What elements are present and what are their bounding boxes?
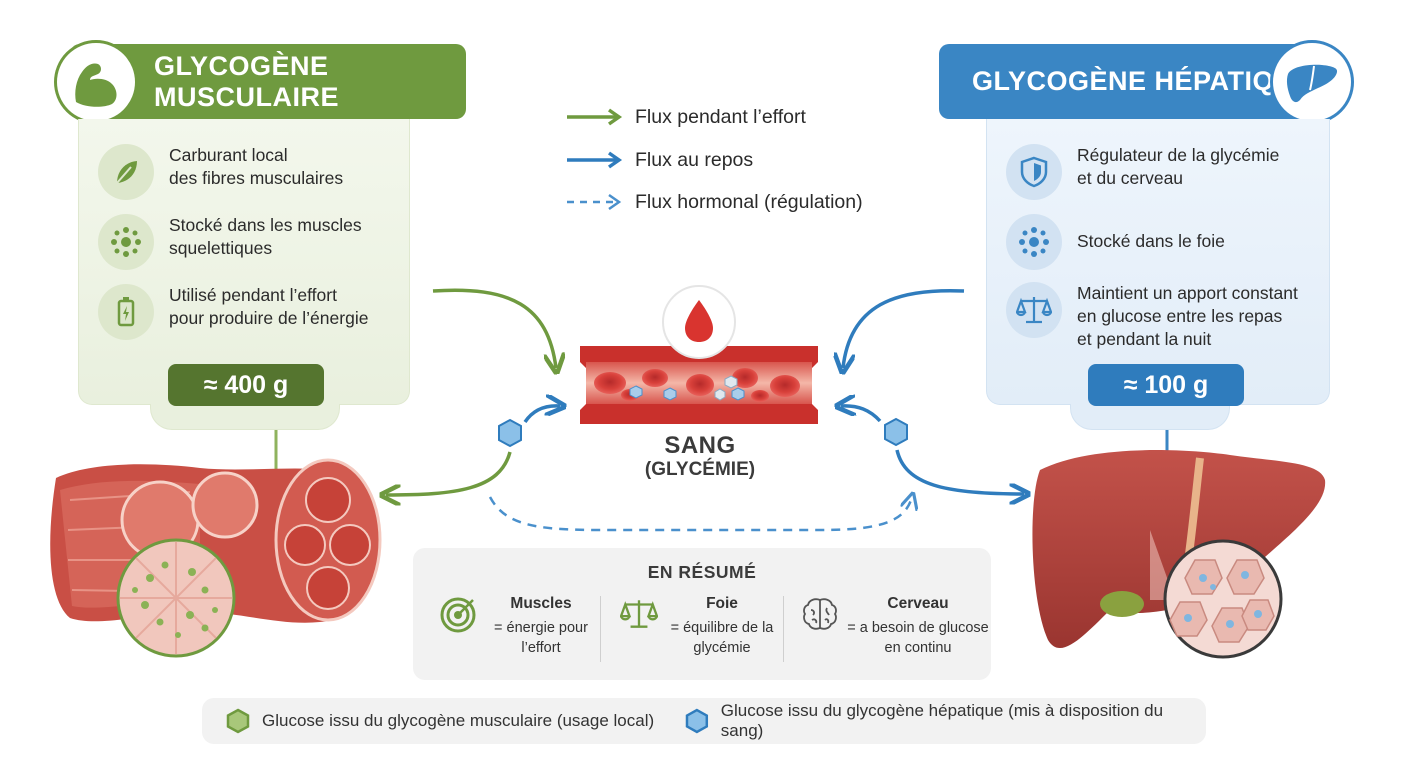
blood-vessel — [580, 346, 818, 424]
glucose-into-blood-arrow-right — [841, 406, 882, 423]
liver-feature-1-line1: Régulateur de la glycémie — [1077, 145, 1280, 165]
blood-sublabel: (GLYCÉMIE) — [644, 459, 756, 480]
effort-flow-arrow — [432, 288, 556, 368]
summary-brain-name: Cerveau — [887, 595, 949, 612]
battery-icon — [98, 284, 154, 340]
flexed-arm-icon — [54, 40, 138, 124]
liver-feature-3-line3: et pendant la nuit — [1077, 329, 1212, 349]
blood-to-liver-arrow — [895, 449, 1024, 494]
molecule-icon — [98, 214, 154, 270]
molecule-icon — [1006, 214, 1062, 270]
muscle-feature-3: Utilisé pendant l’effort pour produire de… — [98, 284, 368, 340]
muscle-panel-tail — [150, 404, 340, 430]
summary-muscles-line2: l’effort — [521, 640, 561, 656]
legend-liver-glucose: Glucose issu du glycogène hépatique (mis… — [685, 698, 1206, 744]
summary-muscles-line1: = énergie pour — [494, 620, 588, 636]
summary-liver-line2: glycémie — [693, 640, 751, 656]
summary-box: EN RÉSUMÉ Muscles = énergie pour l’effor… — [413, 548, 991, 680]
legend-hormonal-label: Flux hormonal (régulation) — [635, 190, 863, 213]
muscle-title-banner: GLYCOGÈNE MUSCULAIRE — [70, 44, 466, 119]
liver-icon — [1270, 40, 1354, 124]
brain-icon — [803, 598, 837, 630]
summary-muscles: Muscles = énergie pour l’effort — [439, 594, 597, 658]
legend-rest-label: Flux au repos — [635, 148, 754, 171]
blood-label: SANG — [664, 432, 736, 459]
muscle-feature-3-line1: Utilisé pendant l’effort — [169, 285, 337, 305]
muscle-feature-2-line1: Stocké dans les muscles — [169, 215, 362, 235]
liver-feature-3-line1: Maintient un apport constant — [1077, 283, 1298, 303]
blue-arrow-icon — [567, 151, 623, 169]
liver-feature-1-line2: et du cerveau — [1077, 168, 1184, 188]
blue-hexagon-icon — [685, 708, 709, 734]
blood-to-muscle-arrow — [386, 451, 512, 495]
green-arrow-icon — [567, 108, 623, 126]
summary-brain: Cerveau = a besoin de glucose en continu — [801, 594, 993, 658]
liver-panel-tail — [1070, 404, 1230, 430]
liver-title: GLYCOGÈNE HÉPATIQUE — [972, 66, 1313, 96]
summary-liver: Foie = équilibre de la glycémie — [620, 594, 780, 658]
liver-feature-1: Régulateur de la glycémie et du cerveau — [1006, 144, 1279, 200]
legend-rest-flow: Flux au repos — [565, 148, 753, 172]
muscle-title: GLYCOGÈNE MUSCULAIRE — [154, 50, 339, 112]
liver-illustration — [1032, 450, 1326, 659]
summary-liver-name: Foie — [706, 595, 738, 612]
summary-muscles-name: Muscles — [510, 595, 572, 612]
summary-divider-1 — [600, 596, 601, 662]
muscle-feature-1-line2: des fibres musculaires — [169, 168, 344, 188]
glucose-source-legend: Glucose issu du glycogène musculaire (us… — [202, 698, 1206, 744]
muscle-feature-3-line2: pour produire de l’énergie — [169, 308, 369, 328]
blue-hexagon-icon-left — [498, 418, 522, 448]
legend-muscle-glucose: Glucose issu du glycogène musculaire (us… — [226, 698, 654, 744]
blue-hexagon-icon-right — [884, 417, 908, 447]
green-hexagon-icon — [226, 708, 250, 734]
summary-brain-line2: en continu — [884, 640, 952, 656]
target-icon — [440, 597, 476, 633]
muscle-feature-1: Carburant local des fibres musculaires — [98, 144, 343, 200]
blood-drop-icon — [662, 285, 736, 359]
muscle-feature-2-line2: squelettiques — [169, 238, 273, 258]
legend-effort-label: Flux pendant l’effort — [635, 105, 806, 128]
liver-feature-3: Maintient un apport constant en glucose e… — [1006, 282, 1298, 351]
liver-amount-badge: ≈ 100 g — [1088, 364, 1244, 406]
liver-title-banner: GLYCOGÈNE HÉPATIQUE — [939, 44, 1317, 119]
scale-icon — [620, 600, 658, 628]
muscle-feature-1-line1: Carburant local — [169, 145, 288, 165]
summary-divider-2 — [783, 596, 784, 662]
muscle-feature-2: Stocké dans les muscles squelettiques — [98, 214, 362, 270]
scale-icon — [1006, 282, 1062, 338]
summary-title: EN RÉSUMÉ — [647, 562, 757, 582]
liver-feature-3-line2: en glucose entre les repas — [1077, 306, 1283, 326]
legend-effort-flow: Flux pendant l’effort — [565, 105, 806, 129]
leaf-icon — [98, 144, 154, 200]
legend-liver-glucose-label: Glucose issu du glycogène hépatique (mis… — [720, 701, 1164, 740]
liver-feature-2-line1: Stocké dans le foie — [1077, 231, 1225, 251]
glucose-into-blood-arrow-left — [523, 406, 560, 424]
summary-brain-line1: = a besoin de glucose — [847, 620, 989, 636]
legend-hormonal-flow: Flux hormonal (régulation) — [565, 190, 863, 214]
summary-liver-line1: = équilibre de la — [670, 620, 774, 636]
legend-muscle-glucose-label: Glucose issu du glycogène musculaire (us… — [262, 711, 655, 730]
muscle-illustration — [50, 458, 382, 658]
hormonal-flow-arrow — [488, 497, 912, 532]
rest-flow-arrow — [843, 288, 965, 368]
dashed-arrow-icon — [567, 193, 622, 211]
muscle-amount-badge: ≈ 400 g — [168, 364, 324, 406]
liver-feature-2: Stocké dans le foie — [1006, 214, 1225, 270]
shield-icon — [1006, 144, 1062, 200]
